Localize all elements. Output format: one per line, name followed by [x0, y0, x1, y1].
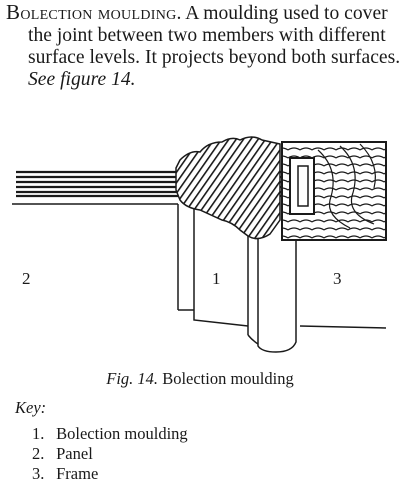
key-item: 2. Panel — [32, 444, 93, 463]
definition-text: . A moulding used to cover the joint bet… — [28, 3, 400, 68]
dictionary-entry: Bolection moulding. A moulding used to c… — [6, 1, 400, 91]
bolection-moulding-figure: 2 1 3 — [0, 130, 400, 364]
figure-caption: Fig. 14. Bolection moulding — [106, 369, 294, 388]
headword: Bolection moulding — [6, 0, 177, 24]
key-item: 1. Bolection moulding — [32, 424, 188, 443]
moulding-section — [175, 136, 281, 240]
key-title: Key: — [15, 398, 47, 417]
key-item: 3. Frame — [32, 464, 99, 483]
key-list: 1. Bolection moulding 2. Panel 3. Frame — [32, 424, 188, 484]
label-panel: 2 — [22, 269, 31, 288]
label-frame: 3 — [333, 269, 342, 288]
label-moulding: 1 — [212, 269, 221, 288]
moulding-illustration: 2 1 3 — [12, 136, 387, 353]
see-reference: See figure 14. — [28, 69, 136, 90]
